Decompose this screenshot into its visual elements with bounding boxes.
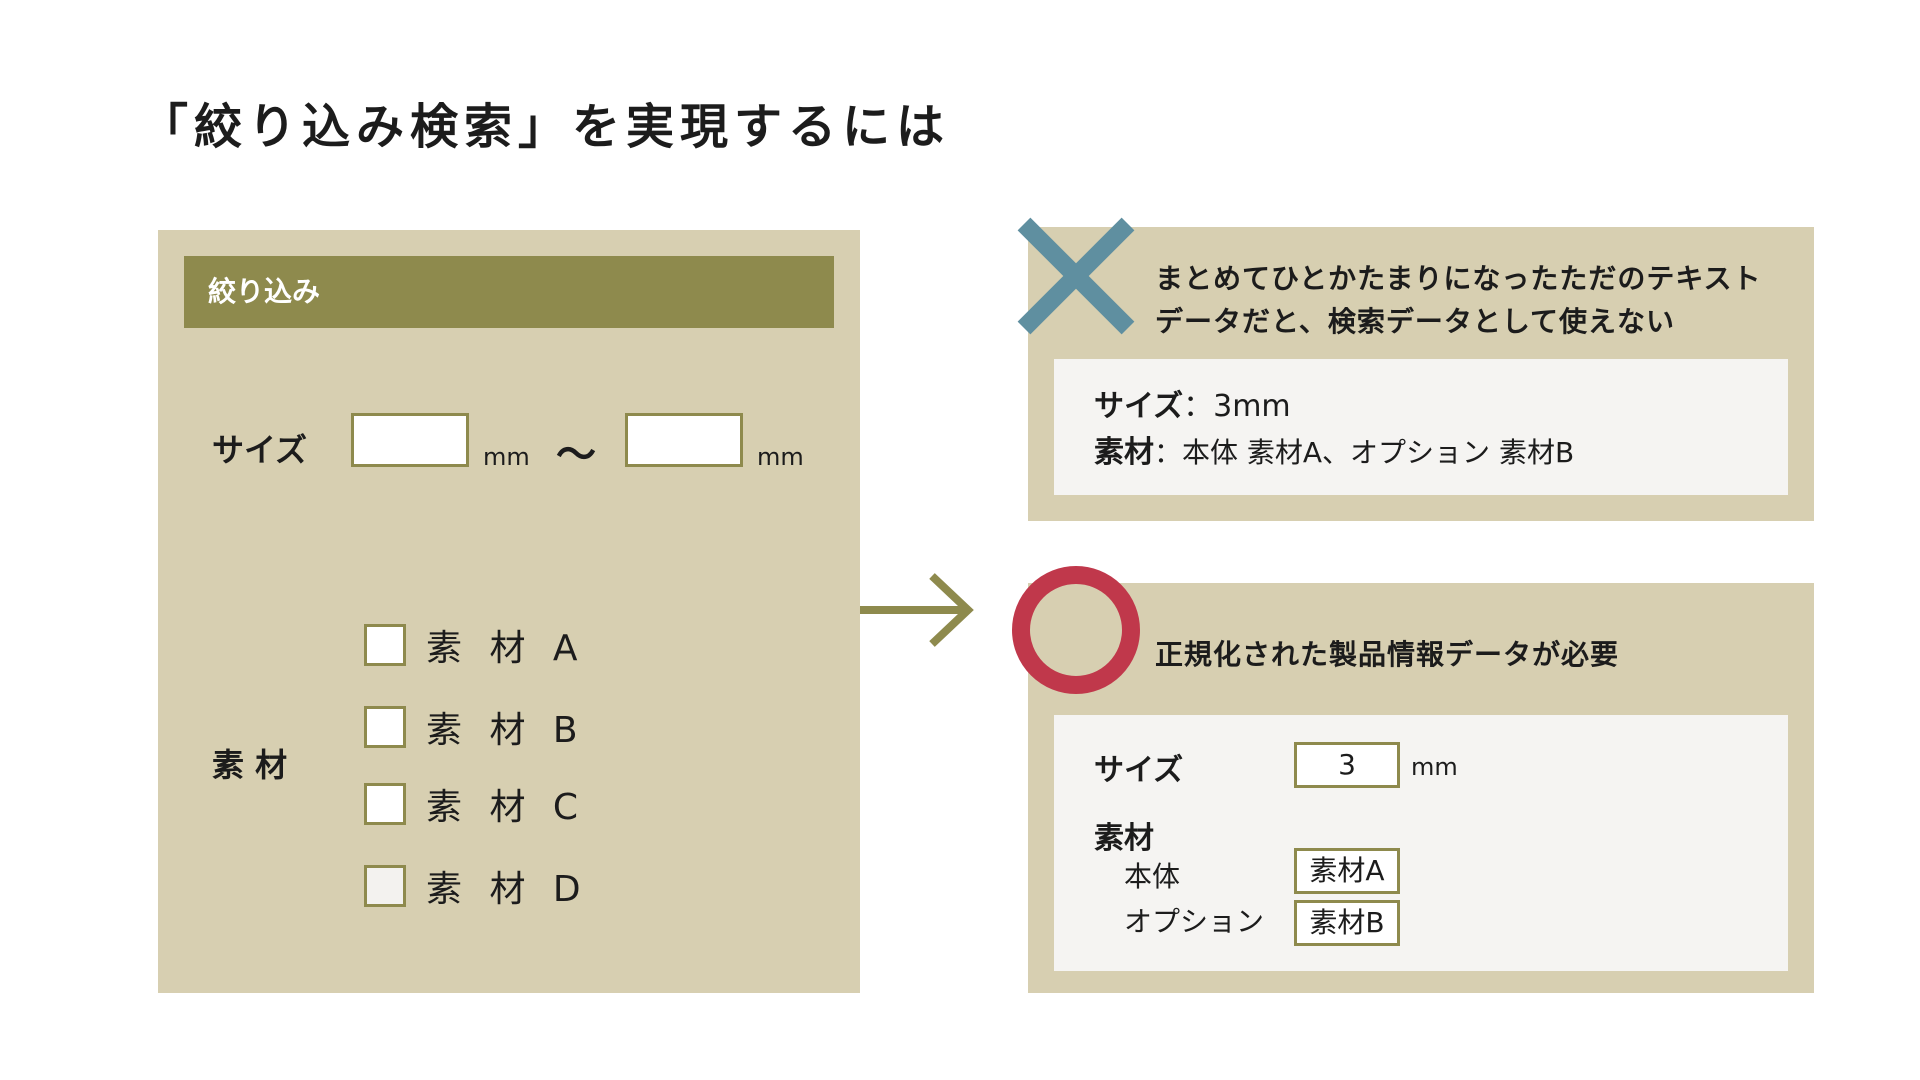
good-size-unit: mm [1411,753,1458,781]
bad-material-key: 素材 [1094,435,1154,470]
bad-size-line: サイズ：3mm [1094,381,1291,425]
good-body-label: 本体 [1124,860,1181,893]
good-size-key: サイズ [1094,753,1184,788]
bad-size-key: サイズ [1094,389,1184,424]
good-option-value: 素材B [1294,900,1400,946]
material-option-label: 素 材 A [426,628,586,669]
good-message: 正規化された製品情報データが必要 [1155,638,1620,671]
good-data-box: サイズ 3 mm 素材 本体 素材A オプション 素材B [1054,715,1788,971]
checkbox[interactable] [364,865,406,907]
size-max-input[interactable] [625,413,743,467]
good-option-label: オプション [1124,905,1265,938]
bad-text-box: サイズ：3mm 素材：本体 素材A、オプション 素材B [1054,359,1788,495]
material-option-label: 素 材 B [426,710,586,751]
good-body-value: 素材A [1294,848,1400,894]
good-material-key: 素材 [1094,821,1154,856]
filter-panel: 絞り込み サイズ mm 〜 mm 素 材 素 材 A 素 材 B 素 材 C 素… [158,230,860,993]
checkbox[interactable] [364,706,406,748]
material-option-a[interactable]: 素 材 A [364,619,586,671]
cross-icon [1017,217,1135,335]
bad-message-line2: データだと、検索データとして使えない [1155,305,1676,338]
material-option-d[interactable]: 素 材 D [364,860,589,912]
bad-material-value: ：本体 素材A、オプション 素材B [1154,436,1575,469]
size-min-input[interactable] [351,413,469,467]
arrow-right-icon [860,573,974,647]
bad-size-value: ：3mm [1183,389,1291,424]
bad-message-line1: まとめてひとかたまりになったただのテキスト [1155,262,1762,295]
material-option-b[interactable]: 素 材 B [364,701,586,753]
range-separator: 〜 [556,432,596,478]
bad-material-line: 素材：本体 素材A、オプション 素材B [1094,427,1574,471]
material-label: 素 材 [212,746,288,784]
bad-example-panel: まとめてひとかたまりになったただのテキスト データだと、検索データとして使えない… [1028,227,1814,521]
good-size-value: 3 [1294,742,1400,788]
material-option-c[interactable]: 素 材 C [364,778,586,830]
bad-message: まとめてひとかたまりになったただのテキスト データだと、検索データとして使えない [1155,257,1761,343]
good-example-panel: 正規化された製品情報データが必要 サイズ 3 mm 素材 本体 素材A オプショ… [1028,583,1814,993]
checkbox[interactable] [364,783,406,825]
filter-header: 絞り込み [184,256,834,328]
size-label: サイズ [212,431,308,469]
size-min-unit: mm [483,443,530,471]
material-option-label: 素 材 C [426,787,587,828]
page-title: 「絞り込み検索」を実現するには [140,99,951,155]
material-option-label: 素 材 D [426,869,589,910]
size-max-unit: mm [757,443,804,471]
checkbox[interactable] [364,624,406,666]
circle-icon [1012,566,1140,694]
